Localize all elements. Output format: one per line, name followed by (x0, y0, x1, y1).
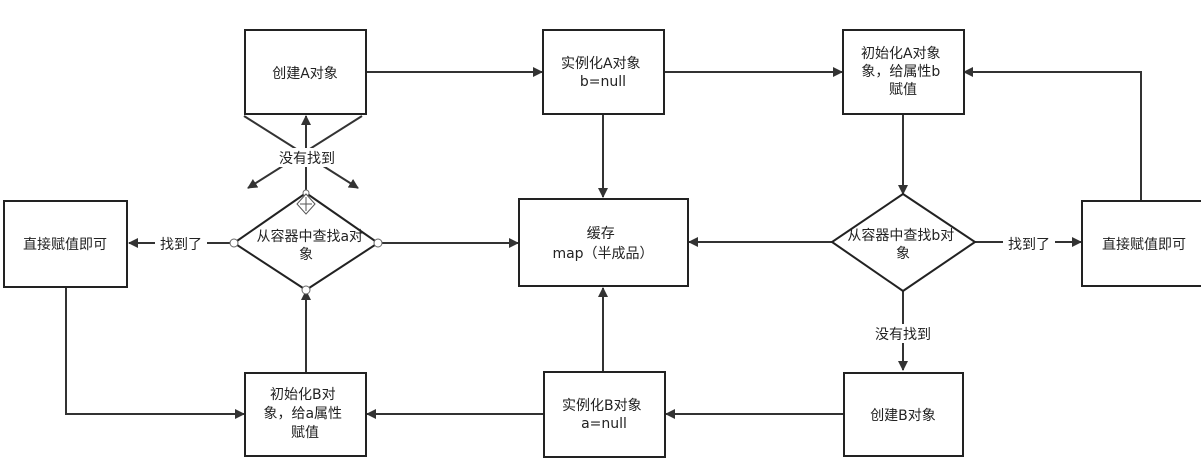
svg-text:直接赋值即可: 直接赋值即可 (1102, 236, 1186, 253)
init-b-line-2: 象，给a属性 (263, 406, 342, 422)
label-found-right: 找到了 (1008, 237, 1050, 253)
svg-text:初始化A对象 象，给属性b 赋值: 初始化A对象 象，给属性b 赋值 (861, 45, 945, 98)
move-handle-icon[interactable] (296, 193, 316, 215)
create-a-label: 创建A对象 (272, 66, 338, 82)
handle-bottom[interactable] (301, 285, 311, 295)
init-b-line-1: 初始化B对 (270, 386, 336, 403)
cache-line-1: 缓存 (587, 226, 615, 242)
svg-text:实例化B对象 a=null: 实例化B对象 a=null (562, 398, 646, 432)
label-not-found-right: 没有找到 (875, 327, 931, 343)
find-a-line-1: 从容器中查找a对 (256, 228, 363, 245)
svg-text:创建A对象: 创建A对象 (272, 66, 338, 82)
svg-text:从容器中查找a对 象: 从容器中查找a对 象 (256, 228, 367, 263)
svg-text:从容器中查找b对 象: 从容器中查找b对 象 (847, 227, 958, 262)
instantiate-a-line-2: b=null (580, 74, 626, 90)
selection-handles (229, 189, 383, 295)
find-b-line-1: 从容器中查找b对 (847, 227, 954, 244)
create-b-label: 创建B对象 (870, 408, 936, 424)
handle-left[interactable] (229, 238, 239, 248)
node-cache[interactable] (518, 198, 689, 287)
svg-text:缓存 map（半成品）: 缓存 map（半成品） (552, 226, 653, 262)
label-not-found-top: 没有找到 (279, 151, 335, 167)
node-assign-left[interactable] (3, 200, 128, 288)
label-found-left: 找到了 (160, 237, 202, 253)
node-create-b[interactable] (843, 372, 964, 457)
node-find-b[interactable] (830, 192, 977, 293)
edge-assign-left-to-init-b (65, 287, 245, 419)
svg-text:实例化A对象 b=null: 实例化A对象 b=null (561, 56, 645, 90)
find-a-line-2: 象 (299, 247, 313, 263)
init-a-line-2: 象，给属性b (861, 64, 940, 80)
find-b-line-2: 象 (896, 246, 910, 262)
instantiate-b-line-1: 实例化B对象 (562, 398, 642, 414)
instantiate-b-line-2: a=null (581, 416, 627, 432)
node-init-b[interactable] (244, 372, 367, 457)
init-a-line-1: 初始化A对象 (861, 45, 941, 62)
assign-right-label: 直接赋值即可 (1102, 236, 1186, 253)
assign-left-label: 直接赋值即可 (23, 236, 107, 253)
handle-right[interactable] (373, 238, 383, 248)
node-create-a[interactable] (244, 29, 367, 115)
edge-assign-right-to-init-a (963, 67, 1142, 201)
svg-text:直接赋值即可: 直接赋值即可 (23, 236, 107, 253)
cache-line-2: map（半成品） (552, 246, 653, 262)
node-assign-right[interactable] (1081, 200, 1201, 287)
node-instantiate-a[interactable] (542, 29, 665, 115)
node-init-a[interactable] (842, 29, 965, 115)
init-b-line-3: 赋值 (291, 425, 319, 441)
svg-text:创建B对象: 创建B对象 (870, 408, 936, 424)
instantiate-a-line-1: 实例化A对象 (561, 56, 641, 72)
node-instantiate-b[interactable] (543, 371, 666, 458)
init-a-line-3: 赋值 (889, 82, 917, 98)
svg-text:初始化B对 象，给a属性 赋值: 初始化B对 象，给a属性 赋值 (263, 386, 346, 441)
